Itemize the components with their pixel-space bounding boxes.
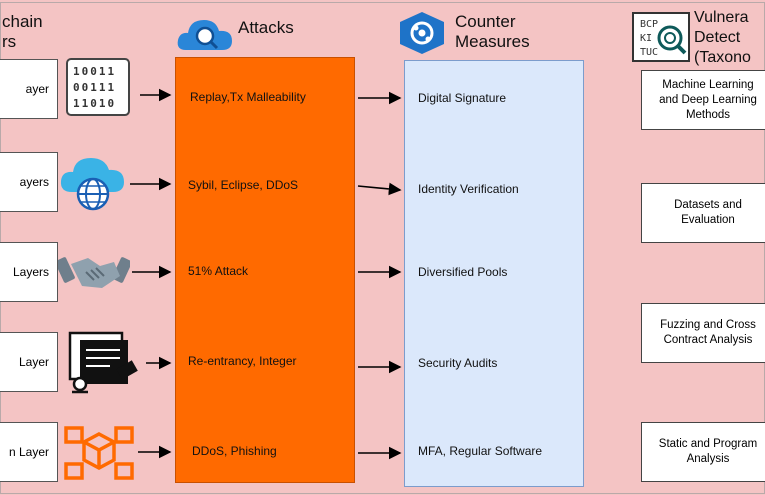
binary-row: 10011 xyxy=(73,65,116,78)
taxonomy-icon-line: KI xyxy=(640,33,652,44)
detection-box: Datasets and Evaluation xyxy=(641,183,765,243)
layer-box: n Layer xyxy=(0,422,58,482)
taxonomy-icon-line: TUC xyxy=(640,47,658,58)
binary-data-icon: 10011 00111 11010 xyxy=(66,58,130,121)
detection-box: Fuzzing and Cross Contract Analysis xyxy=(641,303,765,363)
layer-label: n Layer xyxy=(8,445,49,459)
layer-box: ayer xyxy=(0,59,58,119)
counter-header: Counter Measures xyxy=(455,12,530,51)
attack-item: Replay,Tx Malleability xyxy=(190,90,306,104)
layer-box: Layer xyxy=(0,332,58,392)
magnifier-cloud-icon xyxy=(176,14,234,59)
layer-box: Layers xyxy=(0,242,58,302)
contract-certificate-icon xyxy=(66,330,140,399)
handshake-icon xyxy=(55,250,132,299)
counter-item: Identity Verification xyxy=(418,182,519,196)
layer-box: ayers xyxy=(0,152,58,212)
layer-label: Layer xyxy=(18,355,49,369)
detect-header: Vulnera Detect (Taxono xyxy=(694,9,751,66)
detection-box: Static and Program Analysis xyxy=(641,422,765,482)
cloud-network-icon xyxy=(58,152,128,219)
counter-item: Diversified Pools xyxy=(418,265,508,279)
counter-item: Digital Signature xyxy=(418,91,507,105)
layer-label: ayer xyxy=(25,82,49,96)
attacks-column xyxy=(175,57,355,483)
blocks-icon xyxy=(62,422,136,489)
layer-label: ayers xyxy=(19,175,49,189)
counter-measures-column xyxy=(404,60,584,487)
attack-item: 51% Attack xyxy=(188,264,249,278)
counter-item: Security Audits xyxy=(418,356,498,370)
layer-label: Layers xyxy=(12,265,49,279)
layers-header: chain rs xyxy=(2,12,43,51)
detection-box: Machine Learning and Deep Learning Metho… xyxy=(641,70,765,130)
binary-row: 00111 xyxy=(73,81,116,94)
attacks-header: Attacks xyxy=(238,18,294,37)
gear-shield-icon xyxy=(396,10,448,61)
arrow xyxy=(357,182,402,196)
attack-item: Sybil, Eclipse, DDoS xyxy=(188,178,299,192)
taxonomy-search-icon: BCP KI TUC xyxy=(632,12,690,67)
counter-item: MFA, Regular Software xyxy=(418,444,543,458)
attack-item: DDoS, Phishing xyxy=(192,444,277,458)
attack-item: Re-entrancy, Integer xyxy=(188,354,297,368)
taxonomy-icon-line: BCP xyxy=(640,19,658,30)
binary-row: 11010 xyxy=(73,97,116,110)
